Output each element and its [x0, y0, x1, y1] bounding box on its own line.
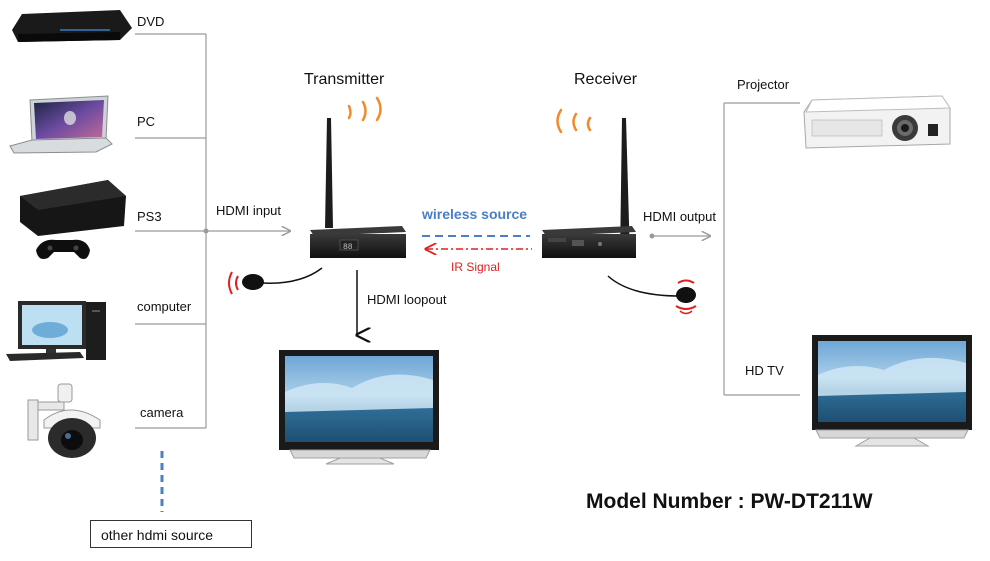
- dome-camera-icon: [27, 383, 101, 458]
- pc-label: PC: [137, 114, 156, 129]
- desktop-computer-icon: [6, 301, 106, 361]
- transmitter-wifi-wave-icon: [347, 96, 382, 122]
- output-connector-lines: [723, 102, 800, 396]
- other-hdmi-source-box: other hdmi source: [90, 520, 252, 548]
- model-number: Model Number : PW-DT211W: [586, 490, 873, 513]
- transmitter-antenna-icon: [325, 118, 333, 228]
- svg-text:88: 88: [343, 243, 353, 252]
- other-hdmi-source-label: other hdmi source: [101, 527, 214, 543]
- junction-dot: [203, 228, 209, 234]
- wireless-source-label: wireless source: [422, 206, 528, 222]
- laptop-icon: [9, 95, 113, 154]
- computer-label: computer: [137, 299, 192, 314]
- projector-icon: [803, 95, 951, 149]
- transmitter-title: Transmitter: [304, 71, 385, 88]
- dvd-label: DVD: [137, 14, 165, 29]
- receiver-wifi-wave-icon: [556, 108, 592, 134]
- ps3-label: PS3: [137, 209, 162, 224]
- tv-icon: [812, 335, 972, 447]
- projector-label: Projector: [737, 77, 790, 92]
- dvd-player-icon: [12, 10, 132, 42]
- ir-sensor-icon: [228, 267, 323, 295]
- hd-tv-label: HD TV: [745, 363, 784, 378]
- monitor-icon: [279, 350, 439, 465]
- hdmi-loopout-label: HDMI loopout: [367, 292, 447, 307]
- hdmi-output-label: HDMI output: [643, 209, 716, 224]
- ir-signal-label: IR Signal: [451, 260, 500, 274]
- receiver-title: Receiver: [574, 71, 638, 88]
- source-connector-lines: [135, 33, 290, 429]
- receiver-antenna-icon: [620, 118, 630, 258]
- receiver-device-icon: [542, 226, 636, 258]
- hdmi-input-label: HDMI input: [216, 203, 282, 218]
- camera-label: camera: [140, 405, 184, 420]
- ir-emitter-icon: [607, 275, 697, 315]
- ps3-console-icon: [20, 180, 126, 259]
- transmitter-device-icon: 88: [310, 226, 406, 258]
